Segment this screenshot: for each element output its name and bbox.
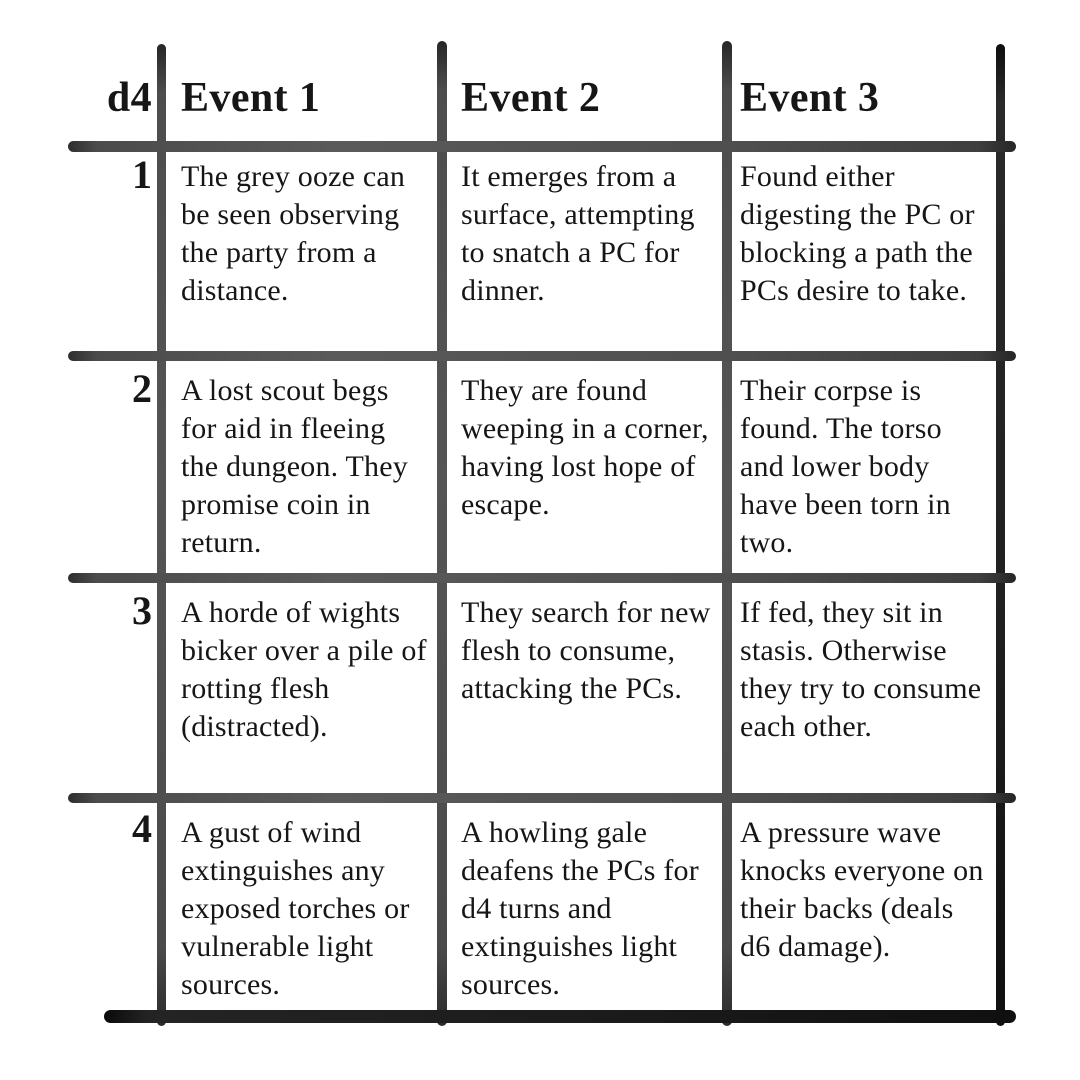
grid-horizontal-line-header	[68, 141, 1016, 152]
event-cell-row4-event1: A gust of wind extinguishes any exposed …	[181, 816, 410, 1001]
grid-vertical-line-right	[996, 44, 1005, 1026]
grid-vertical-line-3	[722, 41, 732, 1026]
event-cell-row2-event1: A lost scout begs for aid in fleeing the…	[181, 374, 408, 559]
event-cell-row1-event3: Found either digesting the PC or blockin…	[740, 160, 975, 307]
header-cell-d4: d4	[106, 75, 152, 121]
grid-horizontal-line-row3	[68, 793, 1016, 803]
header-cell-event-3: Event 3	[740, 75, 880, 121]
grid-vertical-line-1	[157, 44, 166, 1026]
grid-horizontal-line-row1	[68, 351, 1016, 361]
header-cell-event-1: Event 1	[181, 75, 321, 121]
roll-cell-3: 3	[132, 588, 152, 633]
event-cell-row4-event3: A pressure wave knocks everyone on their…	[740, 816, 984, 963]
event-cell-row3-event3: If fed, they sit in stasis. Otherwise th…	[740, 596, 982, 743]
grid-vertical-line-2	[437, 41, 447, 1026]
event-cell-row2-event3: Their corpse is found. The torso and low…	[740, 374, 951, 559]
event-cell-row4-event2: A howling gale deafens the PCs for d4 tu…	[461, 816, 699, 1001]
grid-horizontal-line-row2	[68, 573, 1016, 583]
roll-cell-1: 1	[132, 152, 152, 197]
event-cell-row1-event2: It emerges from a surface, attempting to…	[461, 160, 695, 307]
event-cell-row1-event1: The grey ooze can be seen observing the …	[181, 160, 406, 307]
event-cell-row3-event2: They search for new flesh to consume, at…	[461, 596, 711, 705]
grid-horizontal-line-bottom	[104, 1010, 1016, 1023]
roll-cell-2: 2	[132, 366, 152, 411]
event-cell-row2-event2: They are found weeping in a corner, havi…	[461, 374, 709, 521]
header-cell-event-2: Event 2	[461, 75, 601, 121]
roll-cell-4: 4	[132, 806, 152, 851]
event-cell-row3-event1: A horde of wights bicker over a pile of …	[181, 596, 427, 743]
